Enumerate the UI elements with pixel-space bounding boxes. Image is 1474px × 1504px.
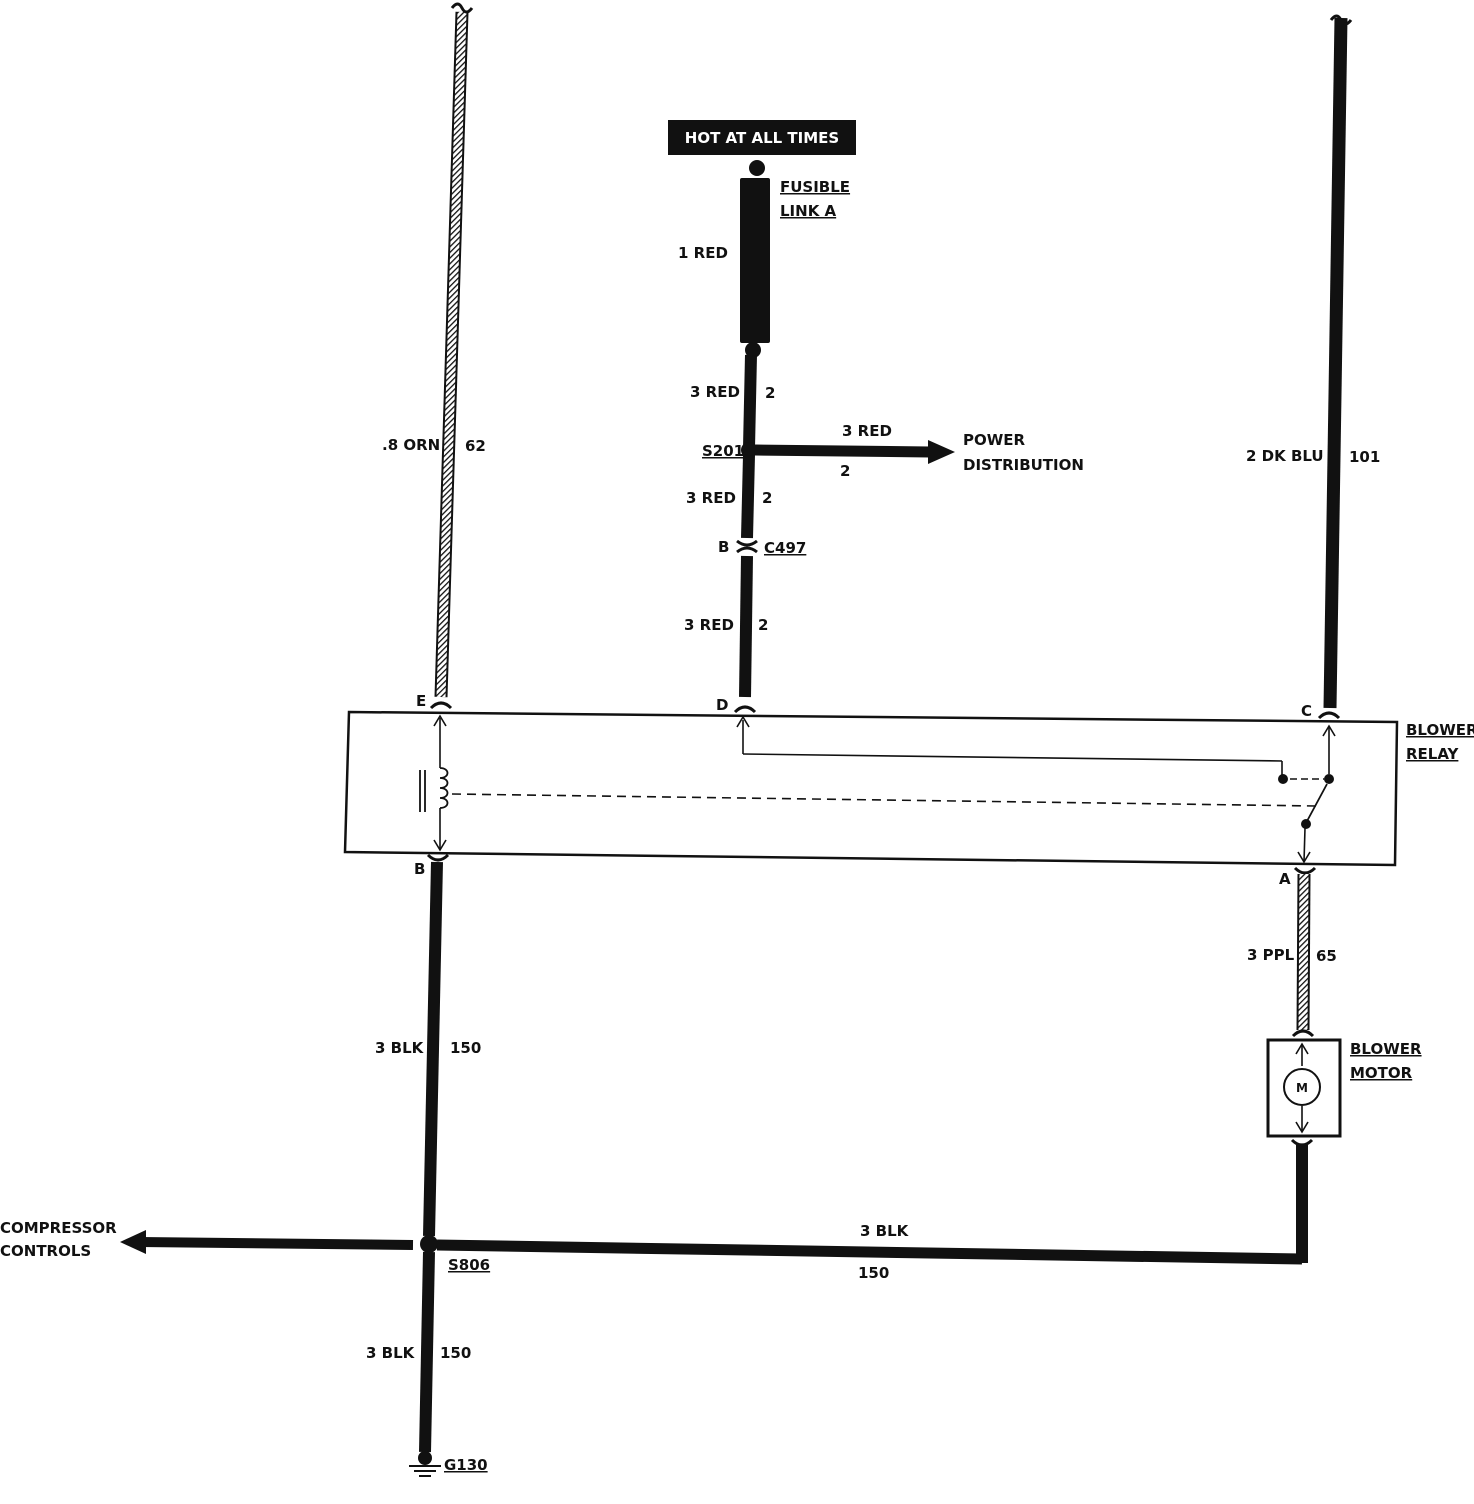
wire-red-top [743,354,757,449]
relay-pin-d: D [716,696,728,714]
wire-red-low [739,555,753,698]
wire-power-branch [754,444,931,458]
wire-red-mid [741,454,755,539]
blower-motor-label-2: MOTOR [1350,1064,1413,1082]
relay-contact-nc [1324,774,1334,784]
blower-motor-top-connector [1291,1029,1315,1038]
relay-pin-d-connector [733,705,757,714]
splice-s806-dot [420,1235,438,1253]
wire-red-low-gauge: 3 RED [684,616,734,634]
wire-blk-150-horizontal-gauge: 3 BLK [860,1222,910,1240]
wire-blk-150-upper-gauge: 3 BLK [375,1039,425,1057]
wire-blk-150-horizontal [436,1239,1303,1265]
fusible-link-label-2: LINK A [780,202,837,220]
compressor-controls-label-1: COMPRESSOR [0,1219,117,1237]
wire-blk-150-upper [423,861,443,1237]
connector-c497-pin: B [718,538,729,556]
splice-s201-label: S201 [702,442,744,460]
wire-break-mark-right [1329,14,1353,26]
relay-pin-a-connector [1293,866,1317,875]
relay-pin-b-connector [426,853,450,862]
wire-blk-150-lower-circuit: 150 [440,1344,471,1362]
power-distribution-arrow [928,440,955,464]
wire-red-top-gauge: 3 RED [690,383,740,401]
relay-d-feed-arrow [736,715,750,728]
wire-dk-blu-101 [1323,17,1348,709]
blower-motor-box [1266,1038,1342,1138]
relay-pin-c-connector [1317,711,1341,720]
relay-pin-c: C [1301,702,1312,720]
wire-blk-150-lower-gauge: 3 BLK [366,1344,416,1362]
hot-at-all-times-label: HOT AT ALL TIMES [685,129,839,147]
fusible-link-wire-label: 1 RED [678,244,728,262]
wire-dk-blu-101-circuit: 101 [1349,448,1380,466]
wire-power-branch-circuit: 2 [840,462,850,480]
wire-blk-150-upper-circuit: 150 [450,1039,481,1057]
wire-ppl-65-hatch [1298,873,1309,1031]
relay-contact-no [1278,774,1288,784]
blower-relay-box [343,710,1399,867]
ground-g130-label: G130 [444,1456,488,1474]
relay-pin-a: A [1279,870,1291,888]
wire-blk-150-lower [419,1251,435,1453]
relay-coil-lead-top-arrow [433,714,447,727]
splice-s806-label: S806 [448,1256,490,1274]
wire-orn-62-hatch [436,11,467,698]
wire-orn-62-gauge: .8 ORN [382,436,440,454]
relay-c-lead-arrow [1322,724,1336,737]
blower-motor-symbol-letter: M [1296,1081,1308,1095]
hot-terminal-dot [749,160,765,176]
wire-dk-blu-101-gauge: 2 DK BLU [1246,447,1324,465]
blower-relay-label-1: BLOWER [1406,721,1474,739]
relay-switch-arm [1305,783,1328,824]
wire-blk-150-horizontal-circuit: 150 [858,1264,889,1282]
wire-break-mark-left [450,2,474,14]
relay-coil-lead-bottom-arrow [433,839,447,852]
splice-s201-dot [741,442,757,458]
wire-red-top-circuit: 2 [765,384,775,402]
blower-motor-label-1: BLOWER [1350,1040,1422,1058]
wire-power-branch-gauge: 3 RED [842,422,892,440]
relay-coil-winding [439,767,449,809]
relay-a-lead-arrow [1297,851,1311,864]
blower-motor-bottom-connector [1290,1138,1314,1147]
relay-pin-e: E [416,692,426,710]
blower-relay-label-2: RELAY [1406,745,1460,763]
connector-c497-bottom [736,546,758,554]
relay-switch-pivot [1301,819,1311,829]
blower-motor-lead-bottom-arrow [1295,1121,1309,1134]
hot-at-all-times-box [668,120,856,155]
connector-c497-label: C497 [764,539,806,557]
wire-red-low-circuit: 2 [758,616,768,634]
relay-d-feed-horizontal [742,753,1283,762]
ground-g130-dot [418,1451,432,1465]
relay-linkage-dashed [451,793,1317,807]
blower-motor-symbol [1283,1068,1321,1106]
connector-c497-top [736,539,758,547]
wire-red-mid-gauge: 3 RED [686,489,736,507]
fusible-link-a [740,178,770,343]
power-distribution-label-2: DISTRIBUTION [963,456,1084,474]
wire-red-mid-circuit: 2 [762,489,772,507]
fusible-link-label-1: FUSIBLE [780,178,850,196]
wire-compressor-controls [139,1237,414,1250]
wire-ppl-65-gauge: 3 PPL [1247,946,1295,964]
power-distribution-label-1: POWER [963,431,1026,449]
wire-orn-62-circuit: 62 [465,437,486,455]
compressor-controls-label-2: CONTROLS [0,1242,91,1260]
blower-motor-lead-top-arrow [1295,1042,1309,1055]
compressor-controls-arrow [120,1230,146,1254]
relay-pin-e-connector [429,701,453,710]
wire-ppl-65-circuit: 65 [1316,947,1337,965]
fusible-link-bottom-dot [745,342,761,358]
relay-pin-b: B [414,860,425,878]
relay-a-lead [1303,827,1306,863]
